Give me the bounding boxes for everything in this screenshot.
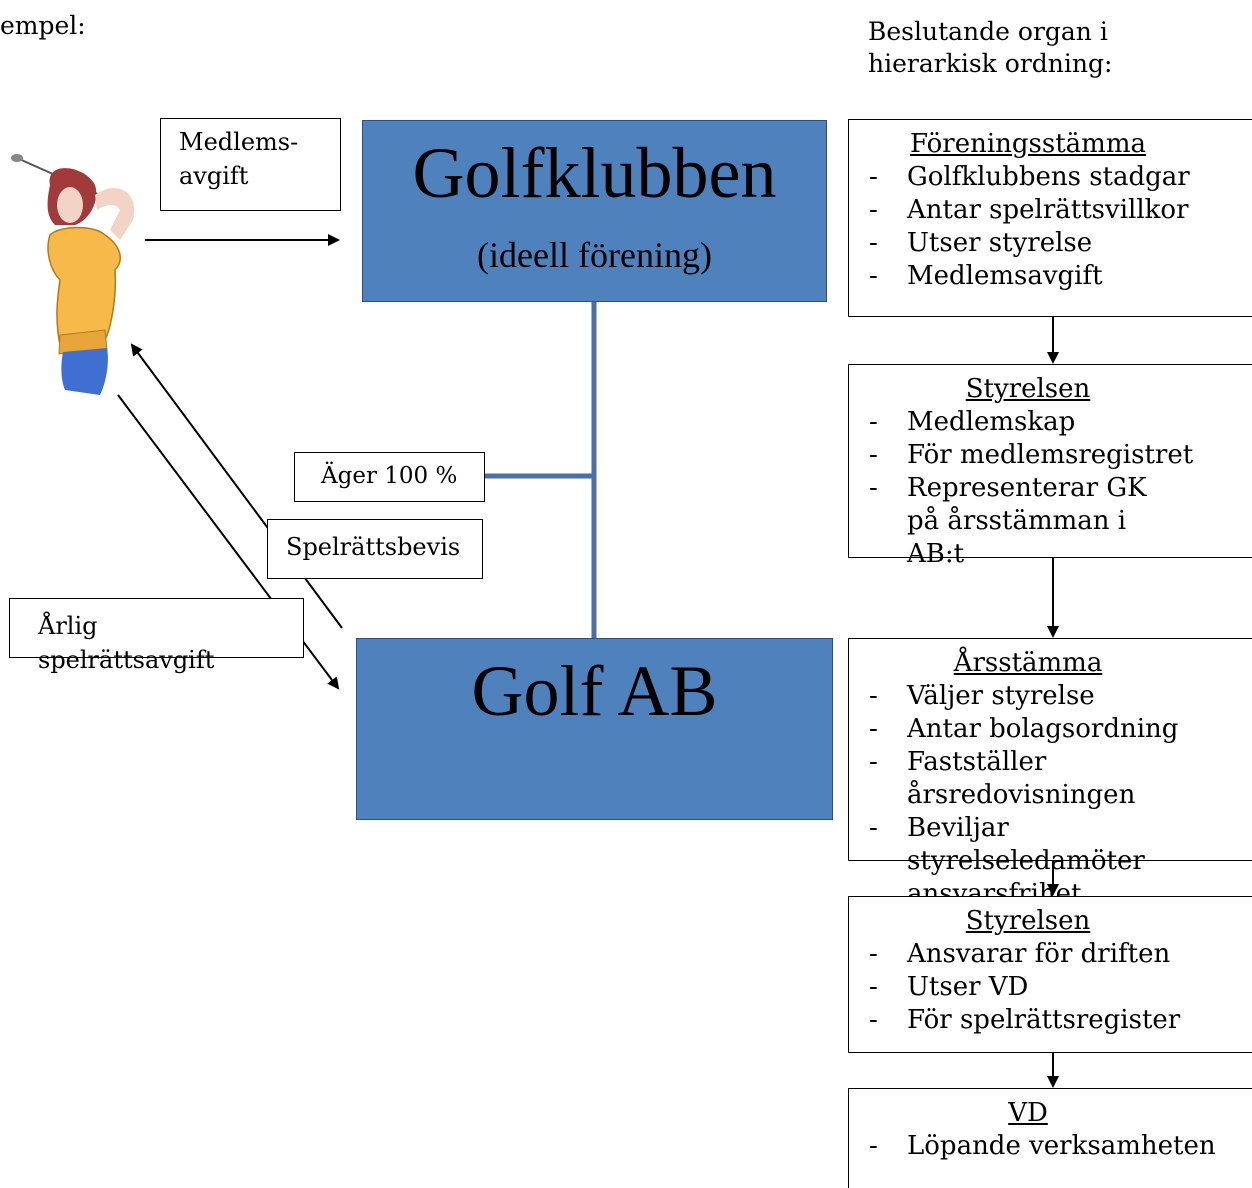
list-item: Antar spelrättsvillkor xyxy=(849,194,1252,227)
list-item: Antar bolagsordning xyxy=(849,713,1252,746)
list-item: Medlemskap xyxy=(849,406,1252,439)
hierarchy-box-title: Årsstämma xyxy=(953,648,1103,678)
hierarchy-box-styrelsen-ab: Styrelsen Ansvarar för driften Utser VD … xyxy=(848,896,1252,1053)
list-item: Golfklubbens stadgar xyxy=(849,161,1252,194)
ownership-label: Äger 100 % xyxy=(294,452,485,502)
club-entity: Golfklubben (ideell förening) xyxy=(362,120,827,302)
club-subtitle: (ideell förening) xyxy=(477,235,712,275)
hierarchy-box-title: Föreningsstämma xyxy=(910,129,1146,159)
list-item: Löpande verksamheten xyxy=(849,1130,1252,1163)
list-item: För medlemsregistret xyxy=(849,439,1252,472)
annual-fee-label: Årlig spelrättsavgift xyxy=(9,598,304,674)
list-item: Ansvarar för driften xyxy=(849,938,1252,971)
club-title: Golfklubben xyxy=(412,133,777,213)
list-item: För spelrättsregister xyxy=(849,1004,1252,1037)
hierarchy-box-vd: VD Löpande verksamheten xyxy=(848,1088,1252,1188)
hierarchy-heading: Beslutande organ i hierarkisk ordning: xyxy=(868,17,1113,78)
golfer-icon xyxy=(11,154,135,395)
membership-fee-text: Medlems-avgift xyxy=(179,128,299,190)
hierarchy-box-title: VD xyxy=(1008,1098,1048,1128)
hierarchy-box-foreningsstamma: Föreningsstämma Golfklubbens stadgar Ant… xyxy=(848,119,1252,317)
list-item: Väljer styrelse xyxy=(849,680,1252,713)
certificate-arrow xyxy=(130,343,343,629)
hierarchy-box-styrelsen-gk: Styrelsen Medlemskap För medlemsregistre… xyxy=(848,364,1252,569)
company-title: Golf AB xyxy=(471,651,718,731)
company-entity: Golf AB xyxy=(356,638,833,820)
list-item: Utser styrelse xyxy=(849,227,1252,260)
list-item: Representerar GK på årsstämman i AB:t xyxy=(849,472,1252,571)
hierarchy-box-title: Styrelsen xyxy=(965,906,1091,936)
list-item: Utser VD xyxy=(849,971,1252,1004)
hierarchy-box-arsstamma: Årsstämma Väljer styrelse Antar bolagsor… xyxy=(848,638,1252,909)
intro-text: empel: xyxy=(0,11,86,40)
hierarchy-box-title: Styrelsen xyxy=(965,374,1091,404)
list-item: Fastställer årsredovisningen xyxy=(849,746,1252,812)
membership-fee-label: Medlems-avgift xyxy=(160,118,341,211)
list-item: Medlemsavgift xyxy=(849,260,1252,293)
play-right-certificate-label: Spelrättsbevis xyxy=(267,519,483,579)
